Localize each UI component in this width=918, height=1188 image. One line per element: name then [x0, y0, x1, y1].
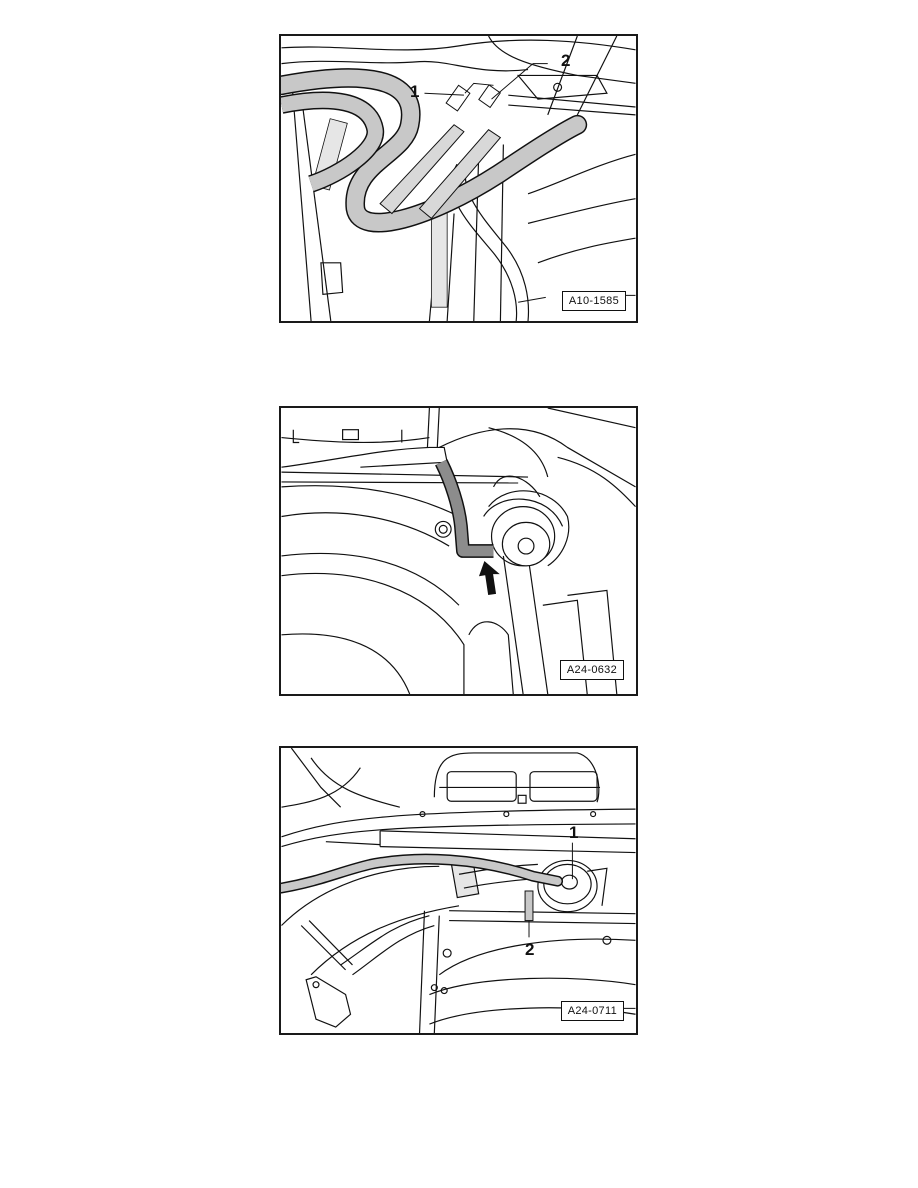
- figure-id-label: A24-0632: [559, 660, 624, 680]
- callout-1: 1: [569, 823, 579, 842]
- figure-id-label: A10-1585: [561, 291, 626, 311]
- figure-a10-1585: 1 2 A10-1585: [279, 34, 638, 323]
- callout-2: 2: [525, 940, 535, 959]
- figure-a24-0632: A24-0632: [279, 406, 638, 696]
- sensor-connector-illustration: [281, 408, 636, 694]
- engine-hose-illustration: [281, 36, 636, 321]
- callout-2: 2: [561, 51, 571, 70]
- up-arrow-icon: [478, 561, 500, 595]
- callout-1: 1: [410, 82, 420, 101]
- figure-a24-0711: 1 2 A24-0711: [279, 746, 638, 1035]
- highlighted-hose: [281, 69, 586, 231]
- valve-hose-illustration: [281, 748, 636, 1033]
- figure-id-label: A24-0711: [560, 1001, 624, 1021]
- highlighted-hose: [281, 935, 547, 974]
